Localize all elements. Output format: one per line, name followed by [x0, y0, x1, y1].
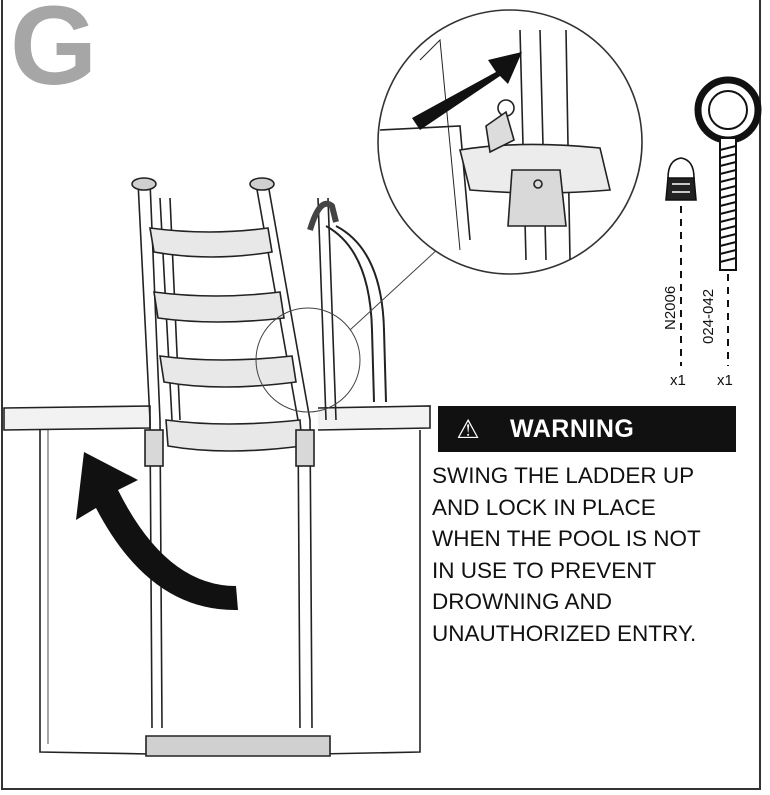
warning-line: IN USE TO PREVENT [432, 557, 657, 583]
part-qty-eye-bolt: x1 [717, 372, 733, 389]
pool-ladder [131, 177, 387, 757]
warning-line: DROWNING AND [432, 589, 612, 614]
warning-title: WARNING [510, 414, 635, 443]
warning-line: WHEN THE POOL IS NOT [432, 526, 701, 551]
warning-header: ⚠ WARNING [438, 406, 736, 452]
curved-arrow-icon [76, 452, 238, 611]
warning-triangle-icon: ⚠ [456, 414, 480, 444]
part-qty-nut: x1 [670, 372, 686, 389]
acorn-nut-icon [665, 157, 697, 201]
warning-text: SWING THE LADDER UP AND LOCK IN PLACE WH… [432, 460, 762, 649]
warning-line: AND LOCK IN PLACE [432, 494, 656, 520]
arrow-up-right-icon [412, 52, 522, 130]
magnified-detail [377, 9, 643, 275]
warning-line: UNAUTHORIZED ENTRY. [432, 620, 697, 646]
eye-bolt-icon [694, 76, 762, 271]
pool-wall [3, 405, 431, 755]
part-code-eye-bolt: 024-042 [700, 288, 717, 344]
part-code-nut: N2006 [662, 285, 679, 330]
warning-line: SWING THE LADDER UP [432, 463, 695, 488]
step-letter: G [10, 0, 98, 108]
